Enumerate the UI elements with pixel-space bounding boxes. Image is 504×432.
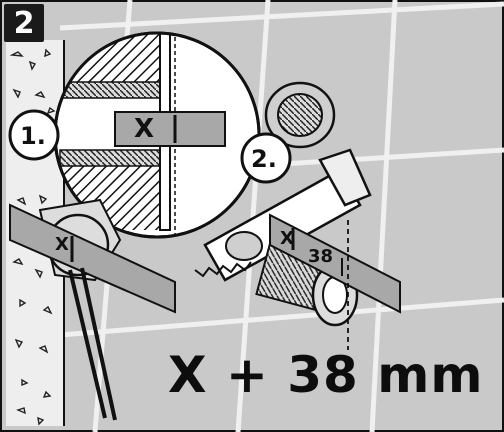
marker-x-left: X (55, 234, 69, 255)
ring-washer-icon (264, 81, 336, 149)
left-ruler (9, 203, 176, 314)
measurement-caption: X + 38 mm (168, 346, 484, 404)
substep-2-badge: 2. (240, 132, 292, 184)
svg-text:1.: 1. (20, 122, 46, 150)
detail-ruler (114, 111, 226, 147)
svg-text:2.: 2. (251, 145, 277, 173)
pipe-fitting-left (9, 198, 176, 421)
step-number-badge: 2 (4, 4, 44, 42)
substep-1-badge: 1. (8, 109, 60, 161)
ruler-value-38: 38 (308, 246, 333, 267)
marker-x-detail: X (134, 114, 154, 144)
right-ruler (269, 213, 401, 350)
marker-x-right: X (280, 228, 294, 249)
